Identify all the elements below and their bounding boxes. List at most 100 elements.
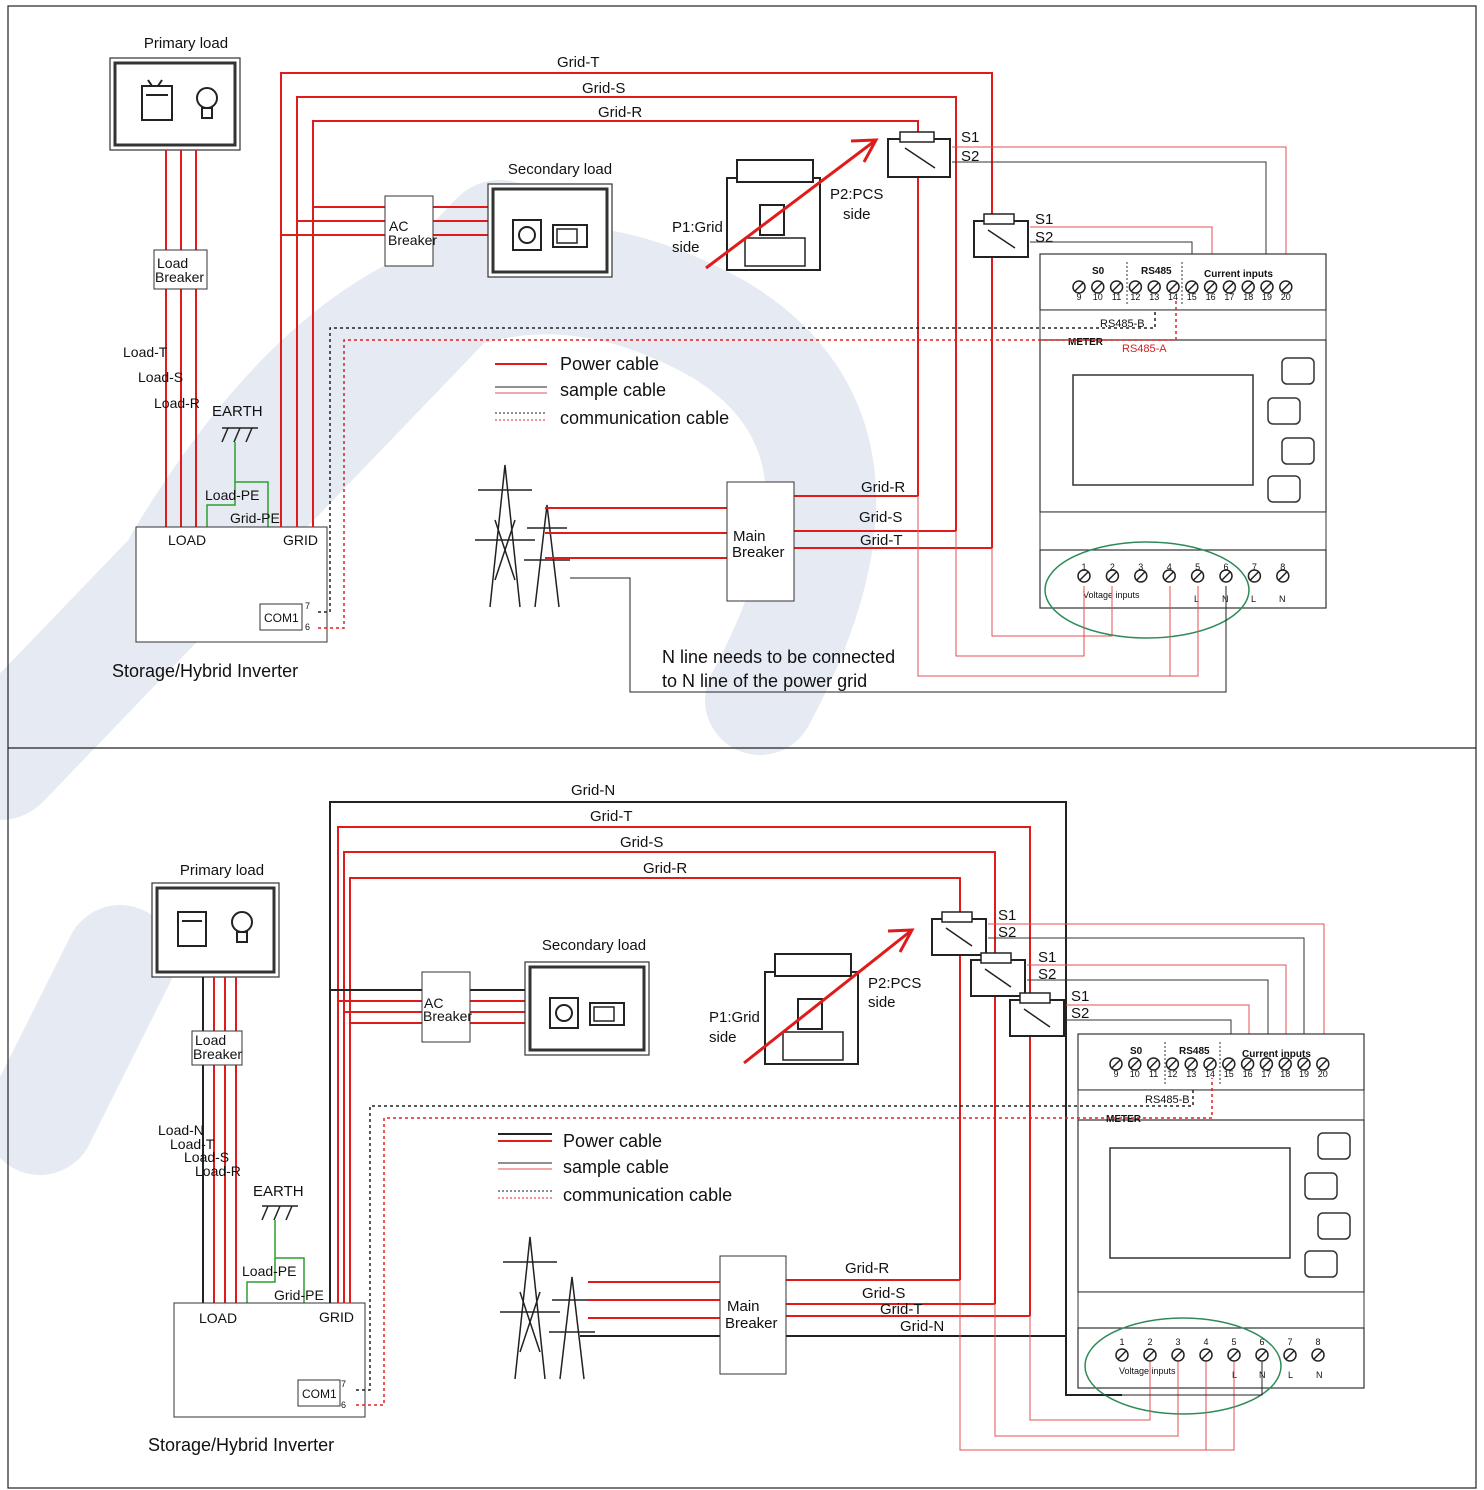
p2-label-2: side	[843, 206, 871, 223]
primary-load-box-b	[151, 882, 280, 978]
washer-icon	[512, 219, 542, 251]
load-breaker-b-label-2: Breaker	[193, 1046, 242, 1062]
lightbulb-icon	[196, 87, 218, 119]
meter-vterm-screw-slot-6	[1221, 571, 1231, 581]
ct2-s2: S2	[1035, 229, 1053, 246]
meter-term-number-17: 17	[1224, 292, 1234, 302]
load-pe-label-b: Load-PE	[242, 1263, 296, 1279]
voltage-sample-bottom	[959, 1280, 1263, 1451]
legend-power-label: Power cable	[560, 354, 659, 374]
lightbulb-icon-b	[231, 911, 253, 943]
meter-b-vterm-screw-slot-5	[1229, 1350, 1239, 1360]
load-s-label-b: Load-S	[184, 1149, 229, 1165]
load-t-label: Load-T	[123, 344, 168, 360]
meter-b-term-screw-slot-20	[1318, 1059, 1328, 1069]
ac-breaker-b-label-2: Breaker	[423, 1008, 472, 1024]
meter-b-vterm-number-5: 5	[1231, 1337, 1236, 1347]
meter-b-term-screw-slot-11	[1149, 1059, 1159, 1069]
meter-vterm-screw-slot-7	[1249, 571, 1259, 581]
grid-pe-label: Grid-PE	[230, 510, 280, 526]
meter-n-label-2: N	[1279, 594, 1286, 604]
load-breaker-b	[191, 1030, 243, 1066]
meter-b-term-number-13: 13	[1186, 1069, 1196, 1079]
meter-term-screw-slot-10	[1093, 282, 1103, 292]
meter-n-label-1: N	[1222, 594, 1229, 604]
meter-b-button-3[interactable]	[1317, 1212, 1351, 1240]
meter-b-term-number-16: 16	[1243, 1069, 1253, 1079]
meter-b-term-screw-slot-15	[1224, 1059, 1234, 1069]
ct1-s1: S1	[961, 129, 979, 146]
meter-b-term-number-18: 18	[1280, 1069, 1290, 1079]
grid-t-label: Grid-T	[557, 54, 600, 71]
legend-b-sample-label: sample cable	[563, 1157, 669, 1177]
meter-b-button-2[interactable]	[1304, 1172, 1338, 1200]
rs485-b-label: RS485-B	[1100, 318, 1145, 330]
meter-b-vterm-screw-slot-1	[1117, 1350, 1127, 1360]
meter-b-term-screw-slot-17	[1261, 1059, 1271, 1069]
inverter-load-port: LOAD	[168, 532, 206, 548]
p2-label-1: P2:PCS	[830, 186, 883, 203]
meter-term-screw-slot-11	[1112, 282, 1122, 292]
meter-b-vterm-number-7: 7	[1287, 1337, 1292, 1347]
p1-label-2: side	[672, 239, 700, 256]
meter-button-3[interactable]	[1281, 437, 1315, 465]
legend-bottom: Power cable sample cable communication c…	[498, 1131, 732, 1205]
meter-b-term-number-12: 12	[1167, 1069, 1177, 1079]
p2-label-b-1: P2:PCS	[868, 975, 921, 992]
grid-cables-bottom	[329, 801, 1122, 1396]
p1-label-b-2: side	[709, 1029, 737, 1046]
current-transformer-illustration	[726, 159, 821, 271]
legend-sample-label: sample cable	[560, 380, 666, 400]
meter-b-term-number-9: 9	[1113, 1069, 1118, 1079]
grid-r-label-b: Grid-R	[643, 860, 687, 877]
meter-vterm-number-2: 2	[1110, 562, 1115, 572]
comm-cables-top	[318, 300, 1177, 629]
meter-vterm-number-5: 5	[1195, 562, 1200, 572]
ac-breaker-b	[421, 971, 471, 1043]
meter-button-2[interactable]	[1267, 397, 1301, 425]
meter-s0-label: S0	[1092, 266, 1105, 277]
meter-vterm-number-8: 8	[1280, 562, 1285, 572]
legend-b-power-label: Power cable	[563, 1131, 662, 1151]
rs485-b-label-b: RS485-B	[1145, 1094, 1190, 1106]
meter-vterm-number-1: 1	[1081, 562, 1086, 572]
com1-label: COM1	[264, 611, 299, 625]
legend-top: Power cable sample cable communication c…	[495, 354, 729, 428]
meter-b-term-number-11: 11	[1149, 1069, 1158, 1079]
meter-vterm-number-3: 3	[1138, 562, 1143, 572]
direction-arrow-b	[743, 928, 915, 1065]
ctb2-s1: S1	[1038, 949, 1056, 966]
main-grid-t-label: Grid-T	[860, 532, 903, 549]
p1-label-1: P1:Grid	[672, 219, 723, 236]
legend-b-comm-label: communication cable	[563, 1185, 732, 1205]
meter-b-vterm-number-3: 3	[1175, 1337, 1180, 1347]
com1-port-b	[297, 1379, 341, 1407]
meter-vterm-screw-slot-3	[1136, 571, 1146, 581]
main-b-grid-r-label: Grid-R	[845, 1260, 889, 1277]
meter-b-button-4[interactable]	[1304, 1250, 1338, 1278]
main-grid-s-label: Grid-S	[859, 509, 902, 526]
ct-clamp-b2	[970, 952, 1026, 997]
voltage-inputs-highlight-b	[1084, 1317, 1282, 1415]
meter-term-screw-slot-18	[1243, 282, 1253, 292]
inverter-load-port-b: LOAD	[199, 1310, 237, 1326]
meter-button-4[interactable]	[1267, 475, 1301, 503]
meter-button-1[interactable]	[1281, 357, 1315, 385]
main-b-grid-n-label: Grid-N	[900, 1318, 944, 1335]
load-t-label-b: Load-T	[170, 1136, 215, 1152]
meter-b-vterm-screw-slot-3	[1173, 1350, 1183, 1360]
primary-load-box	[109, 57, 241, 151]
load-breaker	[153, 249, 208, 290]
meter-b-term-number-14: 14	[1205, 1069, 1215, 1079]
meter-term-number-14: 14	[1168, 292, 1178, 302]
meter-b-term-screw-slot-16	[1243, 1059, 1253, 1069]
load-breaker-b-label-1: Load	[195, 1032, 226, 1048]
meter-b-button-1[interactable]	[1317, 1132, 1351, 1160]
secondary-load-label: Secondary load	[508, 161, 612, 178]
com1-label-b: COM1	[302, 1387, 337, 1401]
meter-display	[1072, 374, 1254, 486]
